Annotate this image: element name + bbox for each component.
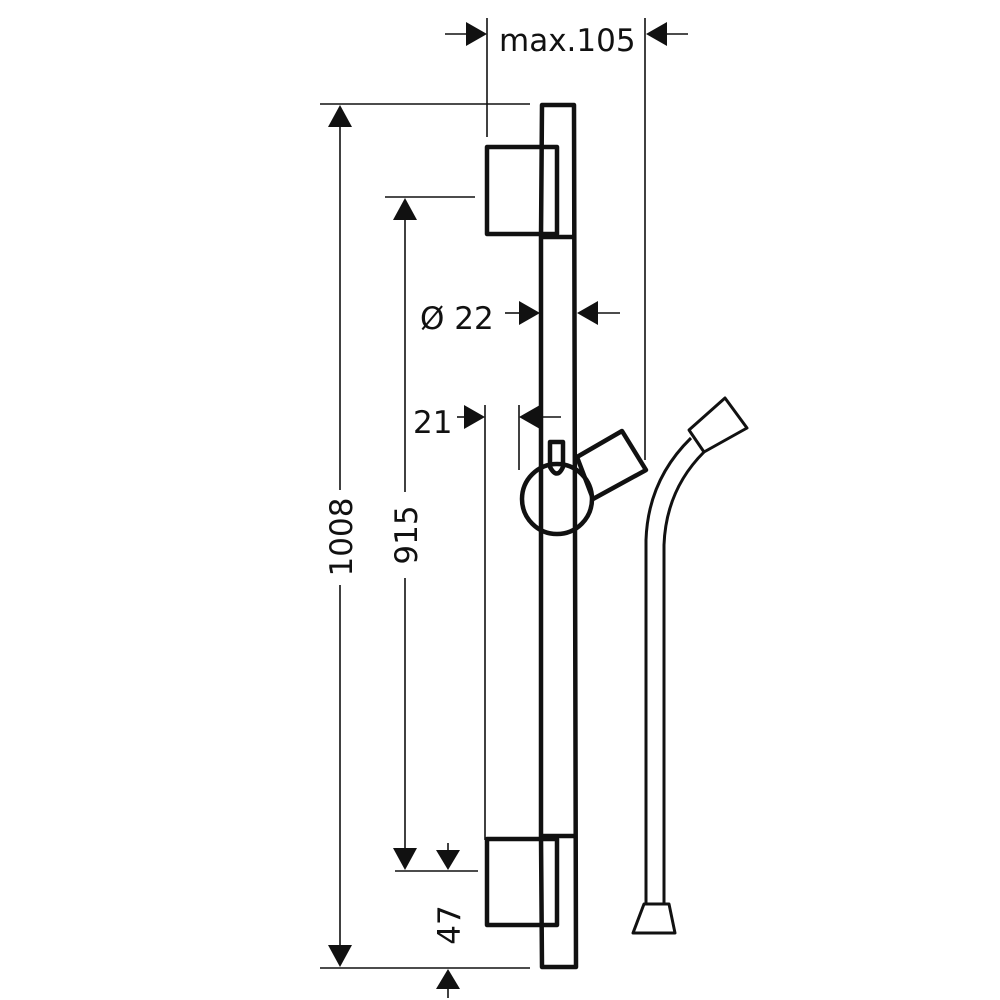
top-wall-bracket xyxy=(484,144,560,237)
dimension-overall-height: 1008 xyxy=(320,103,530,969)
dimension-max-projection: max.105 xyxy=(445,18,688,460)
dimension-label-915: 915 xyxy=(389,505,425,564)
bottom-wall-bracket xyxy=(484,836,560,928)
dimension-label-diameter: Ø 22 xyxy=(420,301,494,337)
dimension-rail-offset: 21 xyxy=(413,405,561,840)
slider-holder xyxy=(519,428,649,537)
dimension-label-1008: 1008 xyxy=(324,498,360,577)
dimension-label-max105: max.105 xyxy=(499,23,636,59)
shower-rail xyxy=(538,102,579,970)
shower-hose xyxy=(631,396,749,935)
dimension-label-47: 47 xyxy=(432,905,468,944)
dimension-bottom-offset: 47 xyxy=(432,843,468,998)
dimension-label-21: 21 xyxy=(413,405,452,441)
dimension-rail-diameter: Ø 22 xyxy=(420,301,620,337)
dimension-bracket-spacing: 915 xyxy=(385,196,478,872)
